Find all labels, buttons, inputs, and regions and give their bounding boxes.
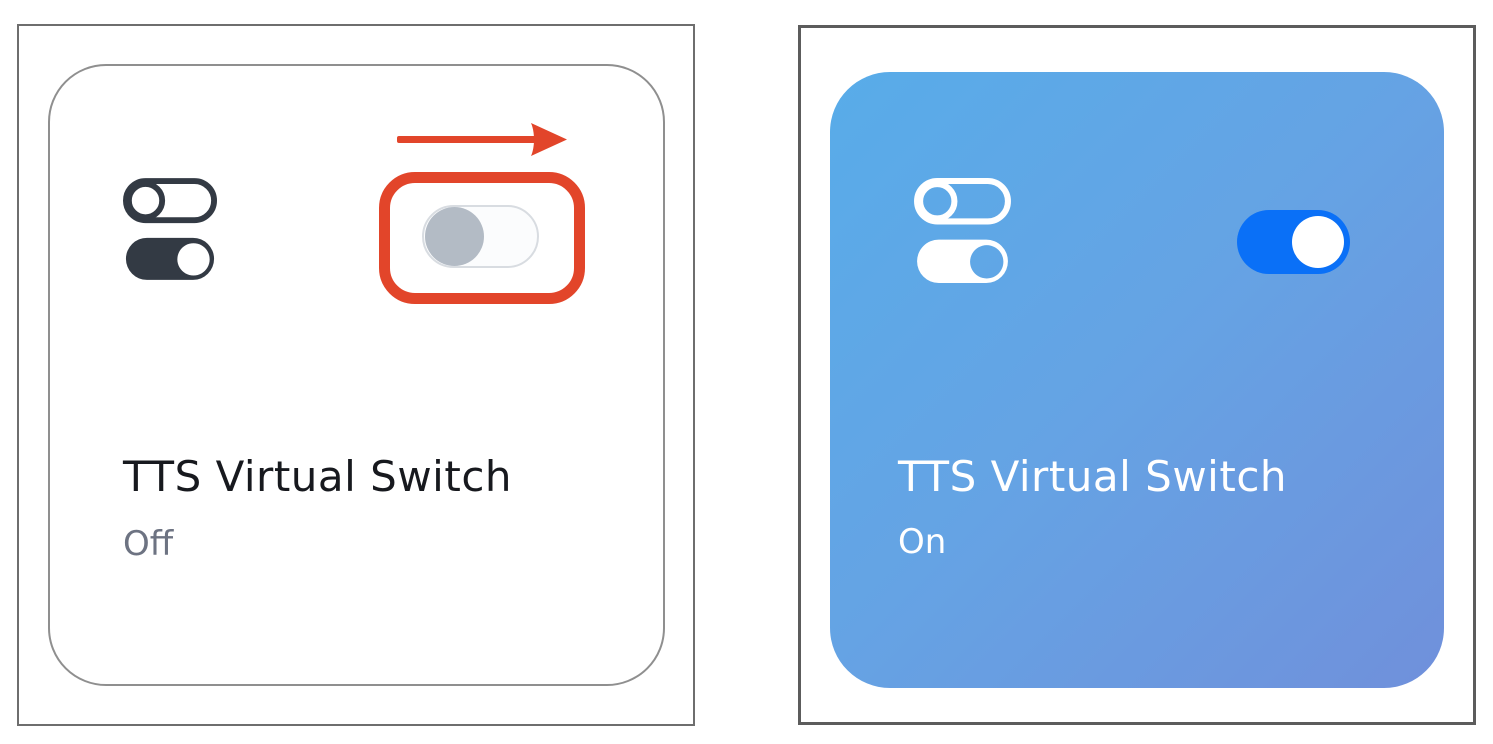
virtual-switch-tile-on[interactable]: TTS Virtual Switch On bbox=[830, 72, 1444, 688]
virtual-switch-tile-off[interactable]: TTS Virtual Switch Off bbox=[48, 64, 665, 686]
swipe-right-arrow-icon bbox=[397, 121, 567, 159]
virtual-switch-toggle[interactable] bbox=[422, 205, 539, 268]
tile-status: Off bbox=[123, 524, 174, 564]
virtual-switch-toggle[interactable] bbox=[1237, 210, 1350, 274]
annotation-highlight-box bbox=[379, 172, 585, 304]
before-panel-frame: TTS Virtual Switch Off bbox=[17, 24, 695, 726]
toggle-knob[interactable] bbox=[1292, 216, 1344, 268]
tile-title: TTS Virtual Switch bbox=[898, 452, 1288, 501]
tile-title: TTS Virtual Switch bbox=[123, 452, 513, 501]
toggles-icon bbox=[123, 178, 217, 280]
toggles-icon bbox=[914, 178, 1011, 283]
tile-status: On bbox=[898, 522, 947, 562]
toggle-knob[interactable] bbox=[425, 207, 484, 266]
after-panel-frame: TTS Virtual Switch On bbox=[798, 25, 1476, 725]
